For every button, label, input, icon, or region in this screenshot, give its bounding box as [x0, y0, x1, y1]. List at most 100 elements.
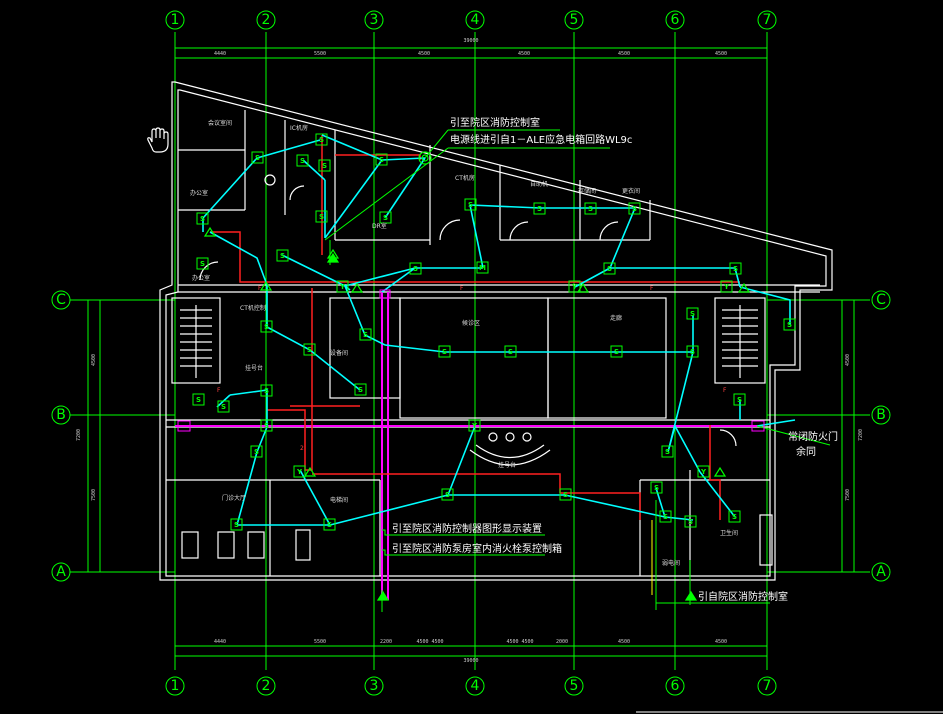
manual-call-point-icon[interactable]: Y: [293, 465, 306, 478]
dim-top-6: 4500: [715, 51, 727, 57]
module-icon[interactable]: M: [476, 261, 489, 274]
smoke-detector-icon[interactable]: S: [251, 151, 264, 164]
dim-left-1: 4500: [91, 354, 97, 366]
manual-call-point-icon[interactable]: Y: [568, 280, 581, 293]
svg-text:S: S: [200, 260, 205, 268]
smoke-detector-icon[interactable]: S: [375, 153, 388, 166]
dim-bottom-1: 4440: [214, 639, 226, 645]
dim-bottom-2: 5500: [314, 639, 326, 645]
smoke-detector-icon[interactable]: S: [192, 393, 205, 406]
smoke-detector-icon[interactable]: S: [276, 249, 289, 262]
smoke-detector-icon[interactable]: S: [610, 345, 623, 358]
axis-top-2: 2: [262, 12, 271, 28]
axis-top-7: 7: [763, 12, 772, 28]
manual-call-point-icon[interactable]: Y: [720, 280, 733, 293]
svg-text:S: S: [654, 484, 659, 492]
smoke-detector-icon[interactable]: S: [296, 154, 309, 167]
smoke-detector-icon[interactable]: S: [533, 202, 546, 215]
room-label: 办公室: [190, 189, 208, 197]
room-label: 更衣间: [622, 187, 640, 195]
smoke-detector-icon[interactable]: S: [379, 211, 392, 224]
smoke-detector-icon[interactable]: S: [323, 518, 336, 531]
smoke-detector-icon[interactable]: S: [250, 445, 263, 458]
svg-text:S: S: [264, 323, 269, 331]
svg-text:S: S: [663, 513, 668, 521]
smoke-detector-icon[interactable]: S: [650, 481, 663, 494]
smoke-detector-icon[interactable]: S: [196, 212, 209, 225]
axis-top-4: 4: [471, 12, 480, 28]
manual-call-point-icon[interactable]: Y: [468, 419, 481, 432]
axis-top-1: 1: [171, 12, 180, 28]
smoke-detector-icon[interactable]: S: [318, 159, 331, 172]
svg-text:S: S: [563, 491, 568, 499]
smoke-detector-icon[interactable]: S: [438, 345, 451, 358]
svg-text:S: S: [264, 422, 269, 430]
smoke-detector-icon[interactable]: S: [260, 320, 273, 333]
svg-text:S: S: [264, 387, 269, 395]
svg-text:S: S: [363, 331, 368, 339]
room-label: 自助机: [530, 180, 548, 188]
smoke-detector-icon[interactable]: S: [260, 419, 273, 432]
smoke-detector-icon[interactable]: S: [686, 307, 699, 320]
smoke-detector-icon[interactable]: S: [230, 518, 243, 531]
smoke-detectors: S S S S S S S S S S S S S S S S S S S S …: [192, 133, 796, 531]
axis-top-6: 6: [671, 12, 680, 28]
svg-text:S: S: [508, 348, 513, 356]
dim-bottom-3: 2200: [380, 639, 392, 645]
axis-left-c: C: [56, 292, 66, 308]
manual-call-point-icon[interactable]: Y: [697, 465, 710, 478]
smoke-detector-icon[interactable]: S: [217, 400, 230, 413]
svg-text:S: S: [413, 265, 418, 273]
svg-text:S: S: [688, 518, 693, 526]
smoke-detector-icon[interactable]: S: [441, 488, 454, 501]
smoke-detector-icon[interactable]: S: [359, 328, 372, 341]
svg-text:S: S: [737, 396, 742, 404]
smoke-detector-icon[interactable]: S: [315, 133, 328, 146]
dim-bottom-5: 4500 4500: [506, 639, 533, 645]
smoke-detector-icon[interactable]: S: [684, 515, 697, 528]
smoke-detector-icon[interactable]: S: [603, 262, 616, 275]
svg-text:S: S: [255, 154, 260, 162]
annotation-power-source: 电源线进引自1－ALE应急电箱回路WL9c: [450, 133, 632, 146]
svg-text:S: S: [319, 136, 324, 144]
door-holders: [177, 289, 765, 432]
smoke-detector-icon[interactable]: S: [628, 202, 641, 215]
smoke-detector-icon[interactable]: S: [504, 345, 517, 358]
smoke-detector-icon[interactable]: S: [659, 510, 672, 523]
smoke-detector-icon[interactable]: S: [584, 202, 597, 215]
dim-left-3: 7500: [91, 489, 97, 501]
hand-cursor-icon: [147, 127, 169, 153]
smoke-detector-icon[interactable]: S: [559, 488, 572, 501]
dim-top-3: 4500: [418, 51, 430, 57]
axis-bottom-6: 6: [671, 678, 680, 694]
smoke-detector-icon[interactable]: S: [464, 198, 477, 211]
smoke-detector-icon[interactable]: S: [196, 257, 209, 270]
dim-right-3: 7500: [845, 489, 851, 501]
smoke-detector-icon[interactable]: S: [409, 262, 422, 275]
smoke-detector-icon[interactable]: S: [315, 210, 328, 223]
door-letters: F F F F F 2: [217, 285, 727, 452]
smoke-detector-icon[interactable]: S: [686, 345, 699, 358]
smoke-detector-icon[interactable]: S: [354, 383, 367, 396]
room-label: DR室: [372, 222, 387, 230]
svg-text:Y: Y: [339, 283, 346, 291]
smoke-detector-icon[interactable]: S: [303, 343, 316, 356]
svg-text:S: S: [358, 386, 363, 394]
manual-call-point-icon[interactable]: Y: [336, 280, 349, 293]
svg-text:S: S: [445, 491, 450, 499]
svg-text:S: S: [221, 403, 226, 411]
room-label: 电梯间: [330, 496, 348, 504]
smoke-detector-icon[interactable]: S: [783, 318, 796, 331]
svg-text:F: F: [258, 285, 262, 292]
smoke-detector-icon[interactable]: S: [260, 384, 273, 397]
smoke-detector-icon[interactable]: S: [733, 393, 746, 406]
smoke-detector-icon[interactable]: S: [729, 262, 742, 275]
svg-text:S: S: [196, 396, 201, 404]
smoke-detector-icon[interactable]: S: [728, 510, 741, 523]
svg-text:S: S: [588, 205, 593, 213]
smoke-detector-icon[interactable]: S: [661, 445, 674, 458]
axis-bottom-1: 1: [171, 678, 180, 694]
manual-call-points: Y Y Y Y Y Y M: [293, 261, 733, 478]
dim-bottom-total: 39000: [463, 658, 478, 664]
svg-text:S: S: [690, 348, 695, 356]
